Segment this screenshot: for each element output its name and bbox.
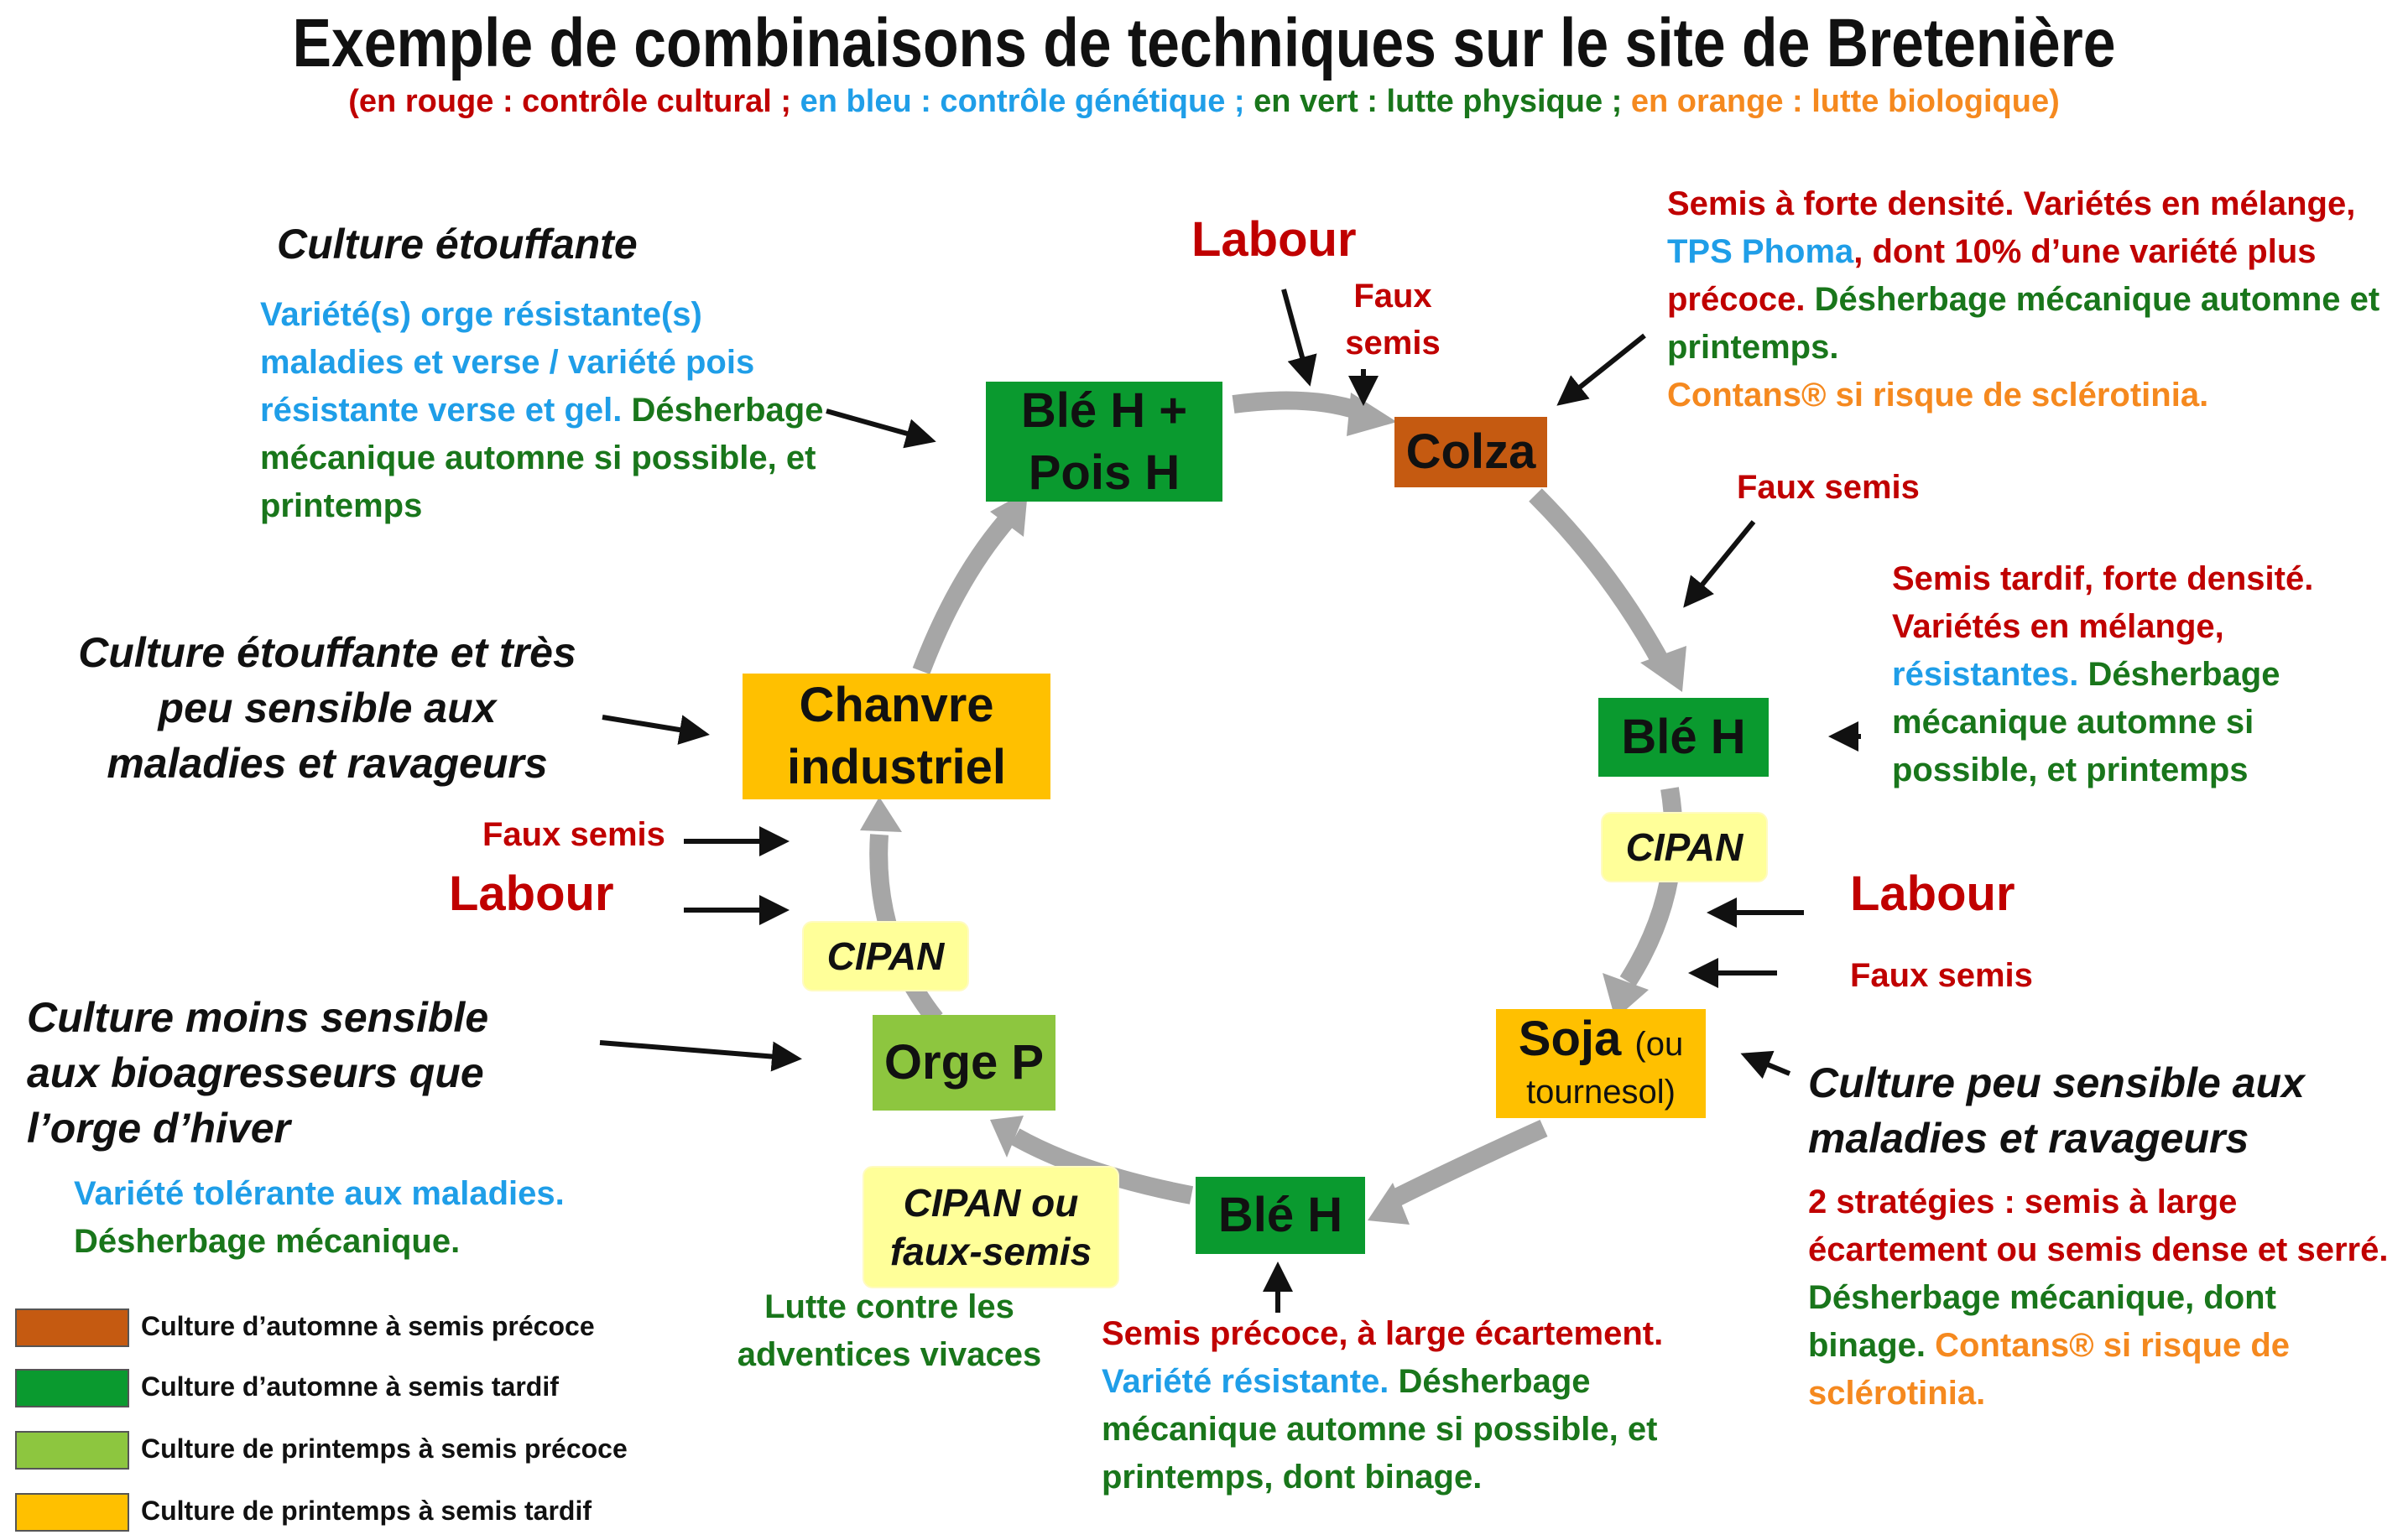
caption-cp-line-2: maladies et ravageurs: [1808, 1115, 2249, 1162]
label-labour-top: Labour: [1191, 212, 1357, 267]
cycle-arrowhead-5: [990, 1116, 1024, 1158]
pointer-culture-moins: [599, 1040, 802, 1072]
note-ble-bottom: Semis précoce, à large écartement. Varié…: [1102, 1310, 1672, 1501]
cipan-box-left: CIPAN: [804, 923, 967, 990]
cycle-arrow-chanvre-to-ble: [912, 513, 1014, 674]
page-title: Exemple de combinaisons de techniques su…: [292, 5, 2116, 81]
crop-box-ble-h-right: Blé H: [1598, 698, 1769, 777]
label-faux-semis-top: Faux semis: [1345, 278, 1441, 362]
note-ble-right: Semis tardif, forte densité. Variétés en…: [1892, 555, 2404, 794]
legend-swatch-spring-late: [15, 1493, 129, 1532]
caption-cet-line-2: peu sensible aux: [158, 684, 497, 731]
caption-cp-line-1: Culture peu sensible aux: [1808, 1059, 2305, 1106]
cipan-box-bottom: CIPAN ou faux-semis: [864, 1168, 1118, 1287]
legend-label-spring-late: Culture de printemps à semis tardif: [141, 1496, 592, 1526]
crop-box-soja: Soja (ou tournesol): [1496, 1009, 1706, 1118]
note-ble-pois-green: Désherbage mécanique automne si possible…: [260, 392, 824, 524]
caption-culture-moins: Culture moins sensible aux bioagresseurs…: [27, 990, 488, 1156]
soja-alt-1: (ou: [1634, 1026, 1684, 1063]
caption-culture-etouffante-tres: Culture étouffante et très peu sensible …: [34, 625, 621, 791]
note-colza: Semis à forte densité. Variétés en mélan…: [1667, 180, 2380, 419]
caption-cm-line-2: aux bioagresseurs que: [27, 1049, 484, 1096]
cycle-arrow-colza-to-ble: [1529, 488, 1670, 668]
note-colza-red2: , dont 10% d’une variété plus précoce.: [1667, 233, 2317, 318]
soja-line-1: Soja (ou: [1519, 1013, 1683, 1070]
caption-cet-line-3: maladies et ravageurs: [107, 740, 548, 787]
note-ble-bottom-blue: Variété résistante.: [1102, 1363, 1389, 1400]
cycle-arrow-ble-to-soja: [1619, 787, 1683, 986]
subtitle-orange: en orange : lutte biologique: [1630, 84, 2050, 119]
label-faux-semis-right: Faux semis: [1850, 957, 2033, 994]
note-ble-bottom-red: Semis précoce, à large écartement.: [1102, 1315, 1664, 1352]
subtitle-open: (: [348, 84, 359, 119]
note-soja-green: Désherbage mécanique, dont binage.: [1808, 1279, 2276, 1364]
note-soja-orange: Contans® si risque de sclérotinia.: [1808, 1327, 2291, 1412]
note-soja: 2 stratégies : semis à large écartement …: [1808, 1178, 2395, 1418]
crop-box-colza: Colza: [1394, 417, 1547, 487]
subtitle-close: ): [2049, 84, 2060, 119]
legend-label-spring-early: Culture de printemps à semis précoce: [141, 1433, 628, 1464]
note-ble-right-blue: résistantes.: [1892, 656, 2079, 693]
note-ble-right-green: Désherbage mécanique automne si possible…: [1892, 656, 2280, 788]
note-colza-orange: Contans® si risque de sclérotinia.: [1667, 377, 2209, 414]
note-colza-green: Désherbage mécanique automne et printemp…: [1667, 281, 2380, 366]
crop-box-ble-h-bottom: Blé H: [1196, 1177, 1365, 1254]
cycle-arrowhead-6: [860, 797, 902, 832]
legend-swatch-autumn-early: [15, 1308, 129, 1347]
note-colza-red1: Semis à forte densité. Variétés en mélan…: [1667, 185, 2356, 222]
note-ble-bottom-green: Désherbage mécanique automne si possible…: [1102, 1363, 1658, 1496]
soja-alt-2: tournesol): [1526, 1074, 1676, 1111]
note-ble-right-red: Semis tardif, forte densité. Variétés en…: [1892, 560, 2314, 645]
pointer-labour-top: [1281, 289, 1317, 387]
cycle-arrowhead-1: [1347, 393, 1397, 436]
caption-cet-line-1: Culture étouffante et très: [78, 629, 576, 676]
legend-swatch-autumn-late: [15, 1369, 129, 1407]
note-soja-red: 2 stratégies : semis à large écartement …: [1808, 1184, 2389, 1268]
legend-swatch-spring-early: [15, 1431, 129, 1470]
subtitle-blue: en bleu : contrôle génétique ;: [800, 84, 1245, 119]
crop-box-orge: Orge P: [873, 1015, 1055, 1111]
legend-label-autumn-late: Culture d’automne à semis tardif: [141, 1371, 559, 1402]
pointer-culture-etouffante: [826, 408, 936, 449]
crop-box-ble-pois: Blé H + Pois H: [986, 382, 1222, 502]
caption-cm-line-3: l’orge d’hiver: [27, 1105, 290, 1152]
legend-label-autumn-early: Culture d’automne à semis précoce: [141, 1311, 595, 1341]
subtitle-red: en rouge : contrôle cultural ;: [358, 84, 792, 119]
subtitle: (en rouge : contrôle cultural ; en bleu …: [0, 84, 2408, 120]
cipan-box-right: CIPAN: [1603, 814, 1766, 881]
label-faux-semis-left: Faux semis: [482, 816, 665, 853]
cycle-arrow-soja-to-ble: [1389, 1119, 1548, 1208]
note-ble-pois-blue: Variété(s) orge résistante(s) maladies e…: [260, 296, 755, 429]
cycle-arrow-heads: [860, 393, 1686, 1225]
pointer-soja-note: [1740, 1050, 1791, 1080]
label-labour-left: Labour: [449, 866, 614, 921]
crop-box-chanvre: Chanvre industriel: [743, 674, 1050, 799]
note-cipan: Lutte contre les adventices vivaces: [737, 1288, 1042, 1373]
pointer-arrows: [599, 289, 1861, 1313]
note-orge: Variété tolérante aux maladies. Désherbag…: [74, 1170, 594, 1266]
cycle-arrowhead-7: [990, 491, 1028, 537]
cycle-arrowhead-2: [1640, 646, 1686, 692]
pointer-culture-etouffante-tres: [602, 715, 710, 745]
pointer-colza-note: [1556, 333, 1646, 406]
caption-cm-line-1: Culture moins sensible: [27, 994, 489, 1041]
label-labour-right: Labour: [1850, 866, 2015, 921]
note-ble-pois: Variété(s) orge résistante(s) maladies e…: [260, 291, 847, 530]
label-faux-semis-right-top: Faux semis: [1737, 469, 1920, 506]
cycle-arrowhead-4: [1368, 1183, 1410, 1225]
subtitle-green: en vert : lutte physique ;: [1254, 84, 1623, 119]
caption-culture-etouffante: Culture étouffante: [277, 221, 638, 268]
pointer-faux-semis-right-top: [1683, 520, 1756, 608]
note-orge-green: Désherbage mécanique.: [74, 1223, 461, 1260]
note-colza-blue: TPS Phoma: [1667, 233, 1854, 270]
note-orge-blue: Variété tolérante aux maladies.: [74, 1175, 565, 1212]
cycle-arrow-ble-pois-to-colza: [1232, 391, 1363, 420]
caption-culture-peu: Culture peu sensible aux maladies et rav…: [1808, 1055, 2305, 1166]
soja-label: Soja: [1518, 1012, 1622, 1066]
cycle-arrowhead-3: [1603, 973, 1649, 1019]
